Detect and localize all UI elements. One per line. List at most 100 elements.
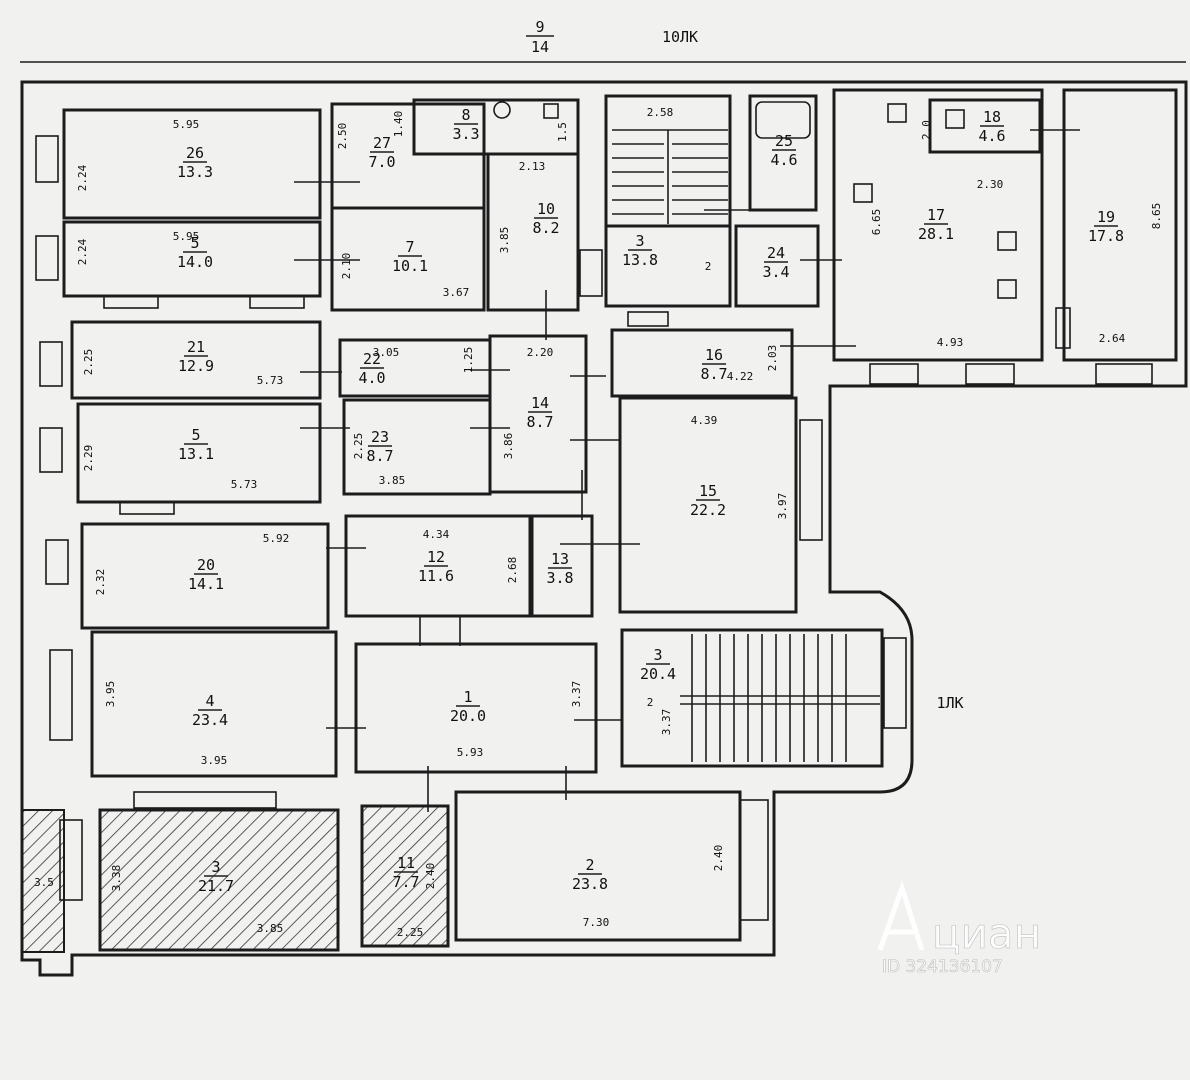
room-area-label: 23.8 [572, 875, 608, 893]
room-number-label: 15 [699, 482, 717, 500]
room-number-label: 24 [767, 244, 785, 262]
room-3-bottom [98, 808, 340, 952]
room-area-label: 20.0 [450, 707, 486, 725]
dimension-label: 4.93 [937, 336, 964, 349]
dimension-label: 2.25 [352, 433, 365, 460]
fixtures [493, 101, 1071, 349]
dimension-label: 2.40 [424, 863, 437, 890]
dimension-label: 4.39 [691, 414, 718, 427]
dimension-label: 1.25 [462, 347, 475, 374]
room-number-label: 5 [190, 234, 199, 252]
dimension-label: 3.97 [776, 493, 789, 520]
dimension-label: 3.37 [570, 681, 583, 708]
dimension-label: 4.34 [423, 528, 450, 541]
dimension-label: 3.86 [502, 433, 515, 460]
room-3-top [604, 94, 732, 308]
dimension-label: 5.92 [263, 532, 290, 545]
room-24 [734, 224, 820, 308]
room-1 [354, 642, 598, 774]
room-number-label: 14 [531, 394, 549, 412]
dimension-label: 1.5 [556, 122, 569, 142]
dimension-label: 2.20 [527, 346, 554, 359]
dimension-label: 3.5 [34, 876, 54, 889]
dimension-label: 3.05 [373, 346, 400, 359]
room-16 [610, 328, 794, 398]
room-14 [488, 334, 588, 494]
dimension-label: 8.65 [1150, 203, 1163, 230]
dimension-label: 5.93 [457, 746, 484, 759]
dimension-label: 3.95 [201, 754, 228, 767]
dimension-label: 5.73 [231, 478, 258, 491]
stairs-top [612, 129, 728, 224]
dimension-label: 2 [705, 260, 712, 273]
room-number-label: 3 [653, 646, 662, 664]
cian-logo-icon [877, 880, 925, 951]
room-labels: 2613.3514.0277.083.3710.1108.2313.8254.6… [177, 106, 1124, 895]
dimension-label: 7.30 [583, 916, 610, 929]
room-number-label: 17 [927, 206, 945, 224]
room-number-label: 5 [191, 426, 200, 444]
room-area-label: 4.6 [770, 151, 797, 169]
room-area-label: 3.8 [546, 569, 573, 587]
room-area-label: 14.1 [188, 575, 224, 593]
room-area-label: 28.1 [918, 225, 954, 243]
room-5-top [62, 220, 322, 298]
room-number-label: 21 [187, 338, 205, 356]
room-number-label: 19 [1097, 208, 1115, 226]
rooms [62, 88, 1178, 952]
room-5-mid [76, 402, 322, 504]
dimension-label: 5.95 [173, 230, 200, 243]
room-number-label: 13 [551, 550, 569, 568]
room-area-label: 3.4 [762, 263, 789, 281]
room-area-label: 3.3 [452, 125, 479, 143]
dimension-label: 2.13 [519, 160, 546, 173]
room-area-label: 4.0 [358, 369, 385, 387]
dimension-label: 3.85 [498, 227, 511, 254]
windows [35, 135, 1153, 921]
room-number-label: 25 [775, 132, 793, 150]
room-20 [80, 522, 330, 630]
dimension-label: 3.85 [379, 474, 406, 487]
room-number-label: 7 [405, 238, 414, 256]
dimension-label: 2.25 [397, 926, 424, 939]
room-area-label: 20.4 [640, 665, 676, 683]
dimension-label: 2.32 [94, 569, 107, 596]
dimension-label: 2.10 [340, 253, 353, 280]
dimension-label: 2 [647, 696, 654, 709]
room-area-label: 21.7 [198, 877, 234, 895]
room-number-label: 12 [427, 548, 445, 566]
dimension-label: 5.73 [257, 374, 284, 387]
room-area-label: 13.3 [177, 163, 213, 181]
room-area-label: 8.7 [366, 447, 393, 465]
room-number-label: 4 [205, 692, 214, 710]
room-number-label: 16 [705, 346, 723, 364]
room-area-label: 23.4 [192, 711, 228, 729]
room-number-label: 20 [197, 556, 215, 574]
room-3-stair [620, 628, 884, 768]
room-area-label: 17.8 [1088, 227, 1124, 245]
dimension-label: 3.85 [257, 922, 284, 935]
dimension-label: 3.38 [110, 865, 123, 892]
room-8 [412, 98, 580, 156]
room-area-label: 7.7 [392, 873, 419, 891]
dimension-label: 4.22 [727, 370, 754, 383]
room-26 [62, 108, 322, 220]
room-area-label: 8.7 [526, 413, 553, 431]
header-fraction-top: 9 [535, 18, 544, 36]
building-outline [20, 80, 1188, 977]
dimension-label: 2.24 [76, 164, 89, 191]
room-area-label: 12.9 [178, 357, 214, 375]
room-number-label: 22 [363, 350, 381, 368]
dimension-label: 2.58 [647, 106, 674, 119]
room-number-label: 26 [186, 144, 204, 162]
room-15 [618, 396, 798, 614]
room-number-label: 1 [463, 688, 472, 706]
room-number-label: 3 [635, 232, 644, 250]
room-number-label: 8 [461, 106, 470, 124]
dimension-label: 2.50 [336, 123, 349, 150]
room-18 [928, 98, 1042, 154]
room-25 [748, 94, 818, 212]
room-area-label: 22.2 [690, 501, 726, 519]
door-marks [294, 129, 1080, 812]
